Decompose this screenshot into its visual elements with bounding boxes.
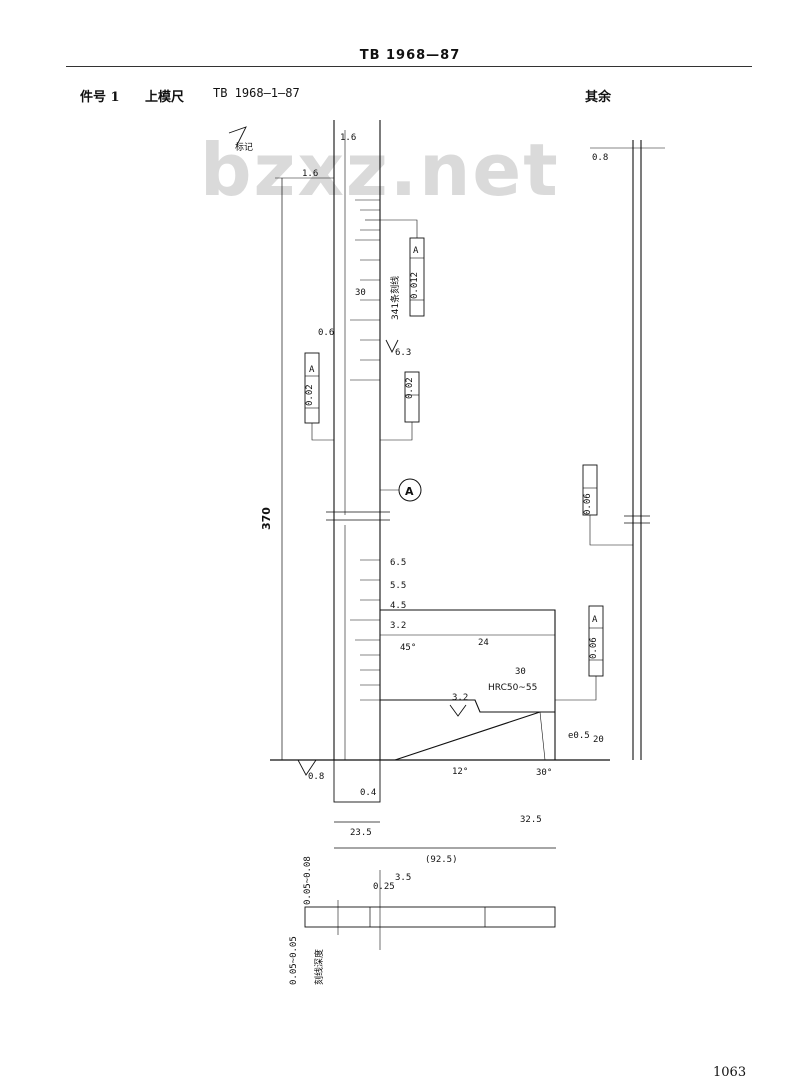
roughness-rest-label: 其余: [585, 90, 612, 105]
dim-total-length: 370: [260, 507, 273, 530]
dim-3-5: 3.5: [395, 873, 411, 883]
rough-top-right: 0.8: [592, 153, 608, 163]
dim-20: 20: [593, 735, 604, 745]
tol-parallel: 0.02: [305, 384, 315, 406]
rough-top-right-2: 1.6: [340, 133, 356, 143]
part-number: 件号 1: [80, 90, 120, 105]
mark-text: 标记: [235, 141, 253, 153]
dim-6-5: 6.5: [390, 558, 406, 568]
dim-3-2: 3.2: [390, 621, 406, 631]
dim-45deg: 45°: [400, 643, 416, 653]
dim-12deg: 12°: [452, 767, 468, 777]
dim-0-6: 0.6: [318, 328, 334, 338]
rough-3-2: 3.2: [452, 693, 468, 703]
dim-30deg: 30°: [536, 768, 552, 778]
dim-0-4: 0.4: [360, 788, 376, 798]
page-number: 1063: [713, 1065, 747, 1080]
tol-straight: 0.02: [405, 377, 415, 399]
rough-6-3: 6.3: [395, 348, 411, 358]
dim-e0-5: e0.5: [568, 731, 590, 741]
rough-0-8: 0.8: [308, 772, 324, 782]
standard-header: TB 1968—87: [359, 48, 461, 63]
bottom-dim-2: 0.05~0.08: [303, 856, 313, 905]
part-name: 上模尺: [145, 90, 185, 105]
header-rule: [66, 66, 752, 67]
tol-perp-bottom-ref: A: [592, 615, 598, 625]
dim-bottom-width: (92.5): [425, 855, 458, 865]
bottom-note: 刻线深度: [313, 949, 325, 985]
tol-perp-top: 0.012: [410, 272, 420, 299]
scale-30: 30: [355, 288, 366, 298]
tol-flat: 0.06: [583, 493, 593, 515]
tol-perp-top-ref: A: [413, 246, 419, 256]
dim-0-25: 0.25: [373, 882, 395, 892]
datum-label: A: [405, 485, 414, 498]
dim-30: 30: [515, 667, 526, 677]
bottom-dim-1: 0.05~0.05: [289, 936, 299, 985]
dim-32-5: 32.5: [520, 815, 542, 825]
part-code: TB 1968—1—87: [213, 86, 300, 100]
tol-perp-bottom: 0.06: [589, 637, 599, 659]
dim-23-5: 23.5: [350, 828, 372, 838]
watermark: bzxz.net: [200, 128, 560, 212]
tol-parallel-ref: A: [309, 365, 315, 375]
rough-1-6: 1.6: [302, 169, 318, 179]
scale-line-count: 341条刻线: [389, 276, 401, 320]
dim-5-5: 5.5: [390, 581, 406, 591]
dim-24: 24: [478, 638, 489, 648]
hrc-note: HRC50~55: [488, 683, 537, 693]
dim-4-5: 4.5: [390, 601, 406, 611]
